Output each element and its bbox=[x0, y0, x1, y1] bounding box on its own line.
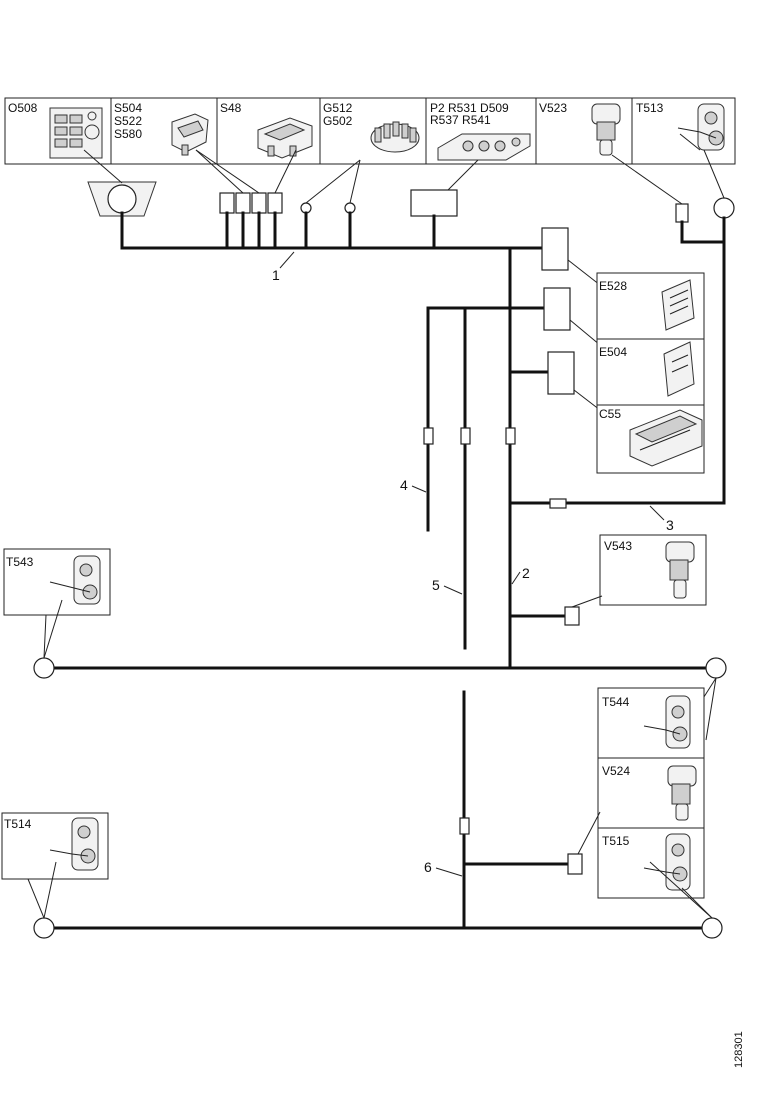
connector-s580 bbox=[251, 192, 267, 214]
inline-connector-4 bbox=[423, 427, 434, 445]
label-p2-r531-d509: P2 R531 D509 bbox=[430, 101, 509, 115]
t543-group: T543 bbox=[3, 548, 111, 679]
harness-wires bbox=[42, 211, 726, 930]
connector-t513 bbox=[713, 197, 735, 219]
control-module-illustration-e504 bbox=[663, 341, 695, 397]
actuator-illustration-t515 bbox=[643, 833, 691, 891]
inline-connectors bbox=[423, 427, 567, 835]
switch-illustration bbox=[171, 113, 209, 156]
harness-3 bbox=[508, 216, 726, 505]
valve-motor-illustration-v524 bbox=[667, 765, 697, 821]
harness-4 bbox=[426, 306, 546, 532]
connector-s522 bbox=[235, 192, 251, 214]
figure-id: 128301 bbox=[733, 1031, 745, 1068]
label-r537-r541: R537 R541 bbox=[430, 113, 491, 127]
connector-s504 bbox=[219, 192, 235, 214]
inline-connector-5 bbox=[460, 427, 471, 445]
top-connectors bbox=[83, 149, 735, 223]
label-t543: T543 bbox=[6, 555, 34, 569]
label-s48: S48 bbox=[220, 101, 242, 115]
label-s522: S522 bbox=[114, 114, 142, 128]
label-t514: T514 bbox=[4, 817, 32, 831]
label-t544: T544 bbox=[602, 695, 630, 709]
label-e504: E504 bbox=[599, 345, 627, 359]
harness-label-1: 1 bbox=[272, 267, 280, 283]
connector-p2 bbox=[410, 189, 458, 217]
inline-connector-6 bbox=[459, 817, 470, 835]
harness-label-2: 2 bbox=[522, 565, 530, 581]
control-module-illustration-e528 bbox=[661, 279, 695, 331]
sensor-ring-illustration bbox=[370, 121, 420, 153]
inline-connector-3 bbox=[549, 498, 567, 509]
harness-label-5: 5 bbox=[432, 577, 440, 593]
harness-label-3: 3 bbox=[666, 517, 674, 533]
switch-block-illustration bbox=[257, 117, 313, 159]
label-g512: G512 bbox=[323, 101, 353, 115]
v543-group: V543 bbox=[564, 534, 707, 626]
label-t515: T515 bbox=[602, 834, 630, 848]
harness-label-6: 6 bbox=[424, 859, 432, 875]
t514-group: T514 bbox=[1, 812, 109, 939]
label-v543: V543 bbox=[604, 539, 632, 553]
connector-v523 bbox=[675, 203, 689, 223]
connector-t544 bbox=[705, 657, 727, 679]
label-c55: C55 bbox=[599, 407, 621, 421]
label-s580: S580 bbox=[114, 127, 142, 141]
right-lower-group: T544 V524 T515 bbox=[567, 657, 727, 939]
connector-c55 bbox=[547, 351, 575, 395]
ecu-group: E528 E504 C55 bbox=[541, 227, 705, 474]
connector-t543 bbox=[33, 657, 55, 679]
harness-number-labels: 1 2 3 4 5 6 bbox=[272, 251, 674, 877]
top-component-strip: O508 S504 S522 S580 S48 G512 G502 P2 R53… bbox=[4, 97, 736, 165]
connector-e504 bbox=[543, 287, 571, 331]
connector-e528 bbox=[541, 227, 569, 271]
connector-t514 bbox=[33, 917, 55, 939]
label-t513: T513 bbox=[636, 101, 664, 115]
label-g502: G502 bbox=[323, 114, 353, 128]
control-module-illustration-c55 bbox=[629, 409, 703, 467]
actuator-illustration bbox=[677, 103, 725, 151]
label-e528: E528 bbox=[599, 279, 627, 293]
harness-1-bus bbox=[120, 211, 544, 250]
connector-v524 bbox=[567, 853, 583, 875]
inline-connector-2 bbox=[505, 427, 516, 445]
actuator-illustration-t544 bbox=[643, 695, 691, 749]
valve-motor-illustration bbox=[591, 103, 621, 156]
connector-t515 bbox=[701, 917, 723, 939]
label-s504: S504 bbox=[114, 101, 142, 115]
label-v524: V524 bbox=[602, 764, 630, 778]
connector-v543 bbox=[564, 606, 580, 626]
connector-s48 bbox=[267, 192, 283, 214]
label-o508: O508 bbox=[8, 101, 38, 115]
instrument-board-illustration bbox=[437, 133, 531, 161]
label-v523: V523 bbox=[539, 101, 567, 115]
control-panel-illustration bbox=[49, 107, 103, 159]
harness-label-4: 4 bbox=[400, 477, 408, 493]
